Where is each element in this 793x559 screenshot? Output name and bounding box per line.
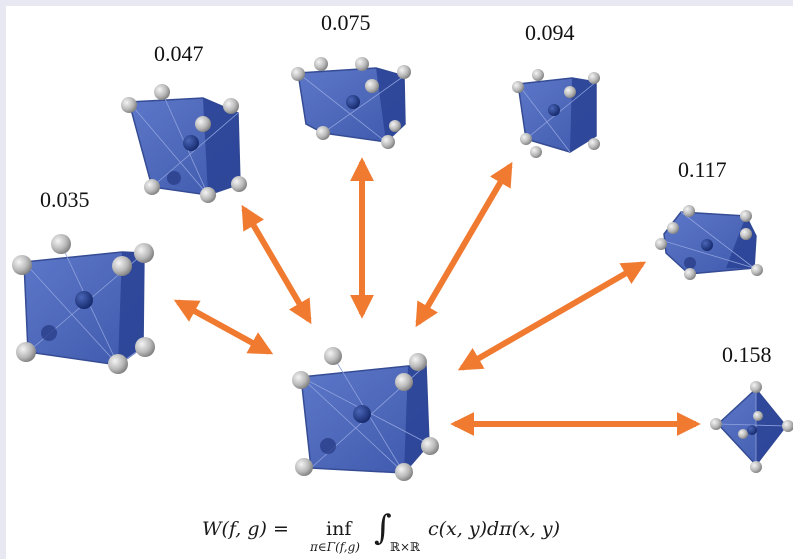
label-0035: 0.035 [40, 187, 90, 212]
label-0094: 0.094 [525, 20, 575, 45]
polyhedron-0158 [710, 381, 793, 473]
arrow-to-0117 [457, 261, 647, 371]
atoms-0117 [655, 205, 763, 280]
atoms-0047 [121, 84, 247, 203]
label-0075: 0.075 [321, 10, 371, 35]
formula-inf: inf [326, 518, 352, 540]
atoms-0094 [512, 69, 600, 158]
atoms-0035 [12, 234, 155, 374]
formula-inf-subscript: π∈Γ(f,g) [310, 540, 360, 554]
polyhedron-0075 [291, 57, 411, 149]
label-0047: 0.047 [154, 41, 204, 66]
wasserstein-formula: W(f, g) = inf π∈Γ(f,g) ∫ ℝ×ℝ c(x, y)dπ(x… [202, 508, 622, 558]
atoms-center [292, 347, 439, 481]
arrow-to-0094 [415, 161, 513, 328]
polyhedron-0117 [655, 205, 763, 280]
arrow-to-0047 [241, 204, 312, 325]
figure: 0.035 0.047 0.075 0.094 0.117 0.158 W(f,… [6, 6, 793, 559]
polyhedron-0035 [12, 234, 155, 374]
formula-integral-sign: ∫ [374, 508, 392, 548]
formula-integrand: c(x, y)dπ(x, y) [428, 518, 560, 540]
arrows-group [173, 157, 701, 436]
atoms-0158 [710, 381, 793, 473]
label-0158: 0.158 [722, 342, 772, 367]
atoms-0075 [291, 57, 411, 149]
polyhedron-center [292, 347, 439, 481]
polyhedron-0094 [512, 69, 600, 158]
polyhedron-0047 [121, 84, 247, 203]
arrow-to-0035 [173, 299, 274, 355]
label-0117: 0.117 [678, 157, 727, 182]
formula-lhs: W(f, g) = [202, 518, 289, 540]
diagram-canvas [12, 57, 793, 481]
formula-integral-subscript: ℝ×ℝ [390, 540, 420, 554]
